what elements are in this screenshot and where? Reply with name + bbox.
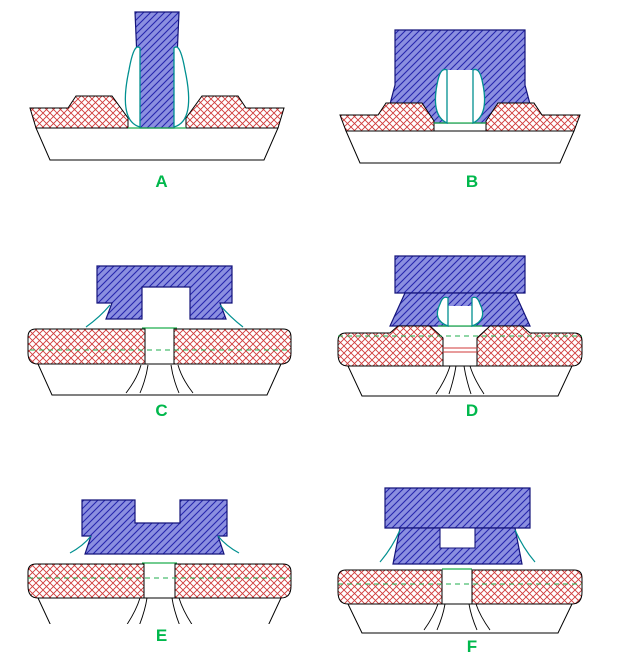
substrate (347, 603, 573, 634)
panel-f-label: F (466, 637, 479, 656)
gate-stack (389, 255, 531, 327)
panel-c-label: C (155, 401, 169, 420)
panel-b-diagram (339, 29, 581, 164)
panel-b: B (330, 8, 615, 192)
substrate (37, 363, 282, 396)
substrate (35, 127, 279, 161)
gate-cavity (447, 70, 473, 123)
sidewall-spacers (124, 46, 190, 128)
panel-a-diagram (29, 11, 285, 161)
gate-recess (439, 527, 476, 549)
source-drain (337, 569, 583, 605)
spacer-right (219, 304, 244, 328)
spacer-left (69, 535, 92, 554)
panel-f: F (330, 478, 615, 657)
gate-cavity (448, 306, 472, 326)
spacer-left (85, 304, 111, 328)
panel-d: D (330, 248, 615, 421)
substrate (37, 597, 282, 624)
spacer-right (514, 529, 536, 563)
panel-e-label: E (155, 626, 169, 645)
gate-electrode (96, 265, 233, 320)
panel-a-label: A (155, 172, 169, 191)
panel-e-diagram (27, 499, 292, 624)
substrate (345, 130, 575, 164)
panel-b-label: B (465, 172, 480, 191)
panel-d-label: D (465, 401, 480, 420)
source-drain (339, 102, 581, 132)
gate-stack (134, 11, 180, 129)
panel-a: A (22, 8, 302, 192)
gate-cap (384, 487, 531, 529)
gate-stack (85, 265, 244, 328)
gate-stack (379, 487, 536, 565)
panel-f-diagram (337, 487, 583, 634)
panel-c-diagram (27, 265, 292, 396)
spacer-left (379, 529, 401, 563)
sidewall-spacers (434, 68, 486, 125)
source-drain (337, 325, 583, 367)
gate-stack (69, 499, 240, 555)
source-drain (27, 563, 292, 599)
source-drain (27, 328, 292, 365)
gate-cap (394, 255, 526, 294)
source-drain (29, 95, 285, 129)
spacer-right (217, 535, 240, 554)
panel-e: E (22, 478, 302, 646)
panel-c: C (22, 253, 302, 421)
recessed-gate (81, 499, 228, 555)
panel-d-diagram (337, 255, 583, 397)
substrate (347, 365, 573, 397)
sidewall-spacers (436, 296, 484, 327)
dummy-gate (134, 11, 180, 129)
